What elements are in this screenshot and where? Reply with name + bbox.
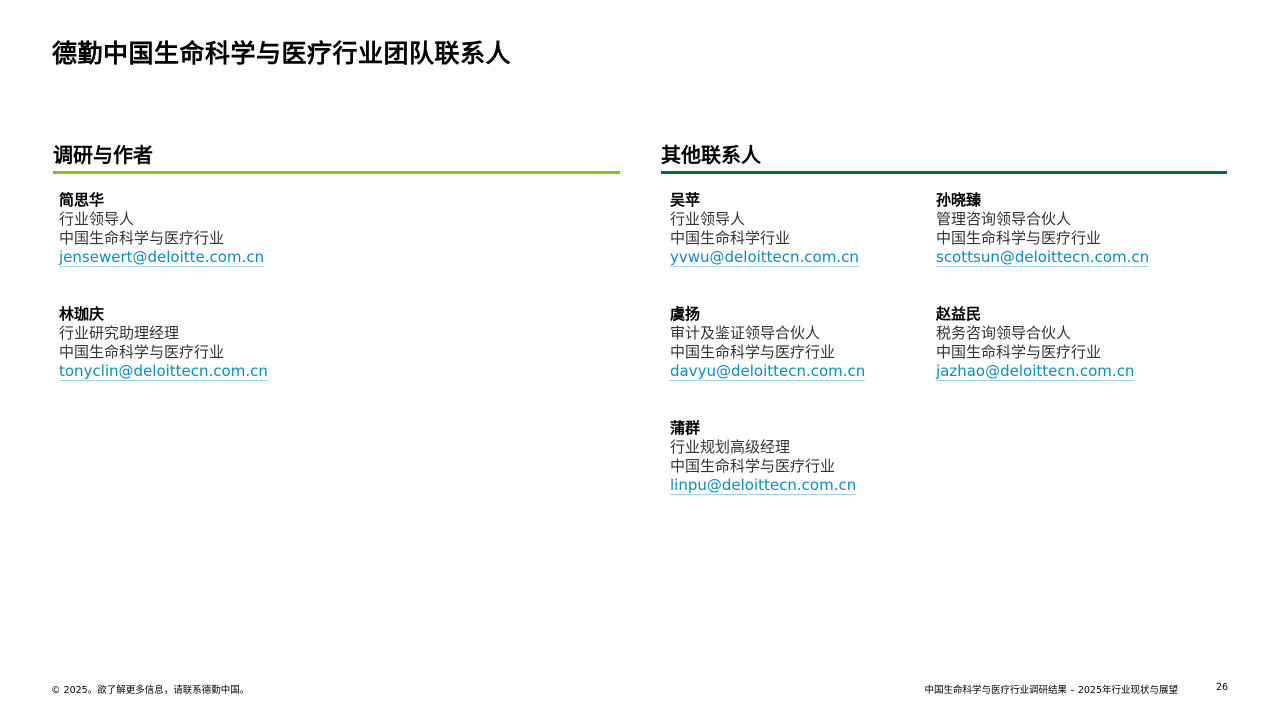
contact-role: 行业研究助理经理 (59, 324, 180, 342)
contact-email-link[interactable]: scottsun@deloittecn.com.cn (936, 248, 1150, 267)
contact-card: 虞扬 审计及鉴证领导合伙人 中国生命科学与医疗行业 davyu@deloitte… (670, 305, 940, 381)
contact-role: 行业领导人 (59, 210, 135, 228)
contact-department: 中国生命科学与医疗行业 (670, 457, 836, 475)
contact-card: 蒲群 行业规划高级经理 中国生命科学与医疗行业 linpu@deloittecn… (670, 419, 940, 495)
contact-name: 林珈庆 (59, 305, 105, 323)
footer-report-title: 中国生命科学与医疗行业调研结果 – 2025年行业现状与展望 (924, 685, 1178, 696)
contact-department: 中国生命科学与医疗行业 (936, 229, 1102, 247)
contact-email-link[interactable]: jazhao@deloittecn.com.cn (936, 362, 1135, 381)
contact-role: 管理咨询领导合伙人 (936, 210, 1072, 228)
contact-name: 简思华 (59, 191, 105, 209)
contact-name: 孙晓臻 (936, 191, 982, 209)
contact-email-link[interactable]: davyu@deloittecn.com.cn (670, 362, 866, 381)
contact-email-link[interactable]: tonyclin@deloittecn.com.cn (59, 362, 268, 381)
section-title: 调研与作者 (53, 143, 153, 167)
section-other-contacts: 其他联系人 (661, 141, 1227, 174)
contact-department: 中国生命科学与医疗行业 (59, 229, 225, 247)
contact-name: 吴苹 (670, 191, 701, 209)
contact-role: 审计及鉴证领导合伙人 (670, 324, 821, 342)
contact-card: 林珈庆 行业研究助理经理 中国生命科学与医疗行业 tonyclin@deloit… (59, 305, 329, 381)
contact-name: 虞扬 (670, 305, 701, 323)
section-title: 其他联系人 (661, 143, 761, 167)
contact-name: 蒲群 (670, 419, 701, 437)
contact-role: 行业领导人 (670, 210, 746, 228)
contact-department: 中国生命科学与医疗行业 (670, 343, 836, 361)
contact-card: 吴苹 行业领导人 中国生命科学行业 yvwu@deloittecn.com.cn (670, 191, 940, 267)
contact-email-link[interactable]: yvwu@deloittecn.com.cn (670, 248, 859, 267)
contact-role: 税务咨询领导合伙人 (936, 324, 1072, 342)
contact-card: 孙晓臻 管理咨询领导合伙人 中国生命科学与医疗行业 scottsun@deloi… (936, 191, 1206, 267)
contact-card: 简思华 行业领导人 中国生命科学与医疗行业 jensewert@deloitte… (59, 191, 329, 267)
contact-card: 赵益民 税务咨询领导合伙人 中国生命科学与医疗行业 jazhao@deloitt… (936, 305, 1206, 381)
contact-department: 中国生命科学行业 (670, 229, 791, 247)
contact-email-link[interactable]: jensewert@deloitte.com.cn (59, 248, 265, 267)
contact-email-link[interactable]: linpu@deloittecn.com.cn (670, 476, 857, 495)
section-divider (661, 171, 1227, 174)
page-number: 26 (1216, 682, 1229, 693)
footer-copyright: © 2025。欲了解更多信息，请联系德勤中国。 (51, 685, 250, 696)
page-title: 德勤中国生命科学与医疗行业团队联系人 (52, 39, 512, 68)
section-divider (53, 171, 620, 174)
contact-department: 中国生命科学与医疗行业 (59, 343, 225, 361)
section-research-authors: 调研与作者 (53, 141, 620, 174)
contact-name: 赵益民 (936, 305, 982, 323)
contact-department: 中国生命科学与医疗行业 (936, 343, 1102, 361)
contact-role: 行业规划高级经理 (670, 438, 791, 456)
